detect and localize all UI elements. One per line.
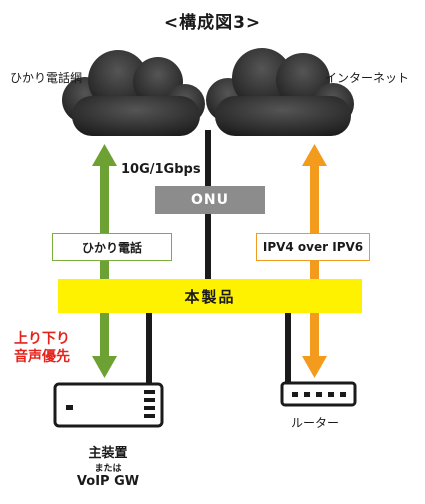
voip-gw-label: VoIP GW bbox=[76, 474, 140, 489]
internet-cloud bbox=[206, 48, 354, 136]
router-label: ルーター bbox=[291, 416, 340, 430]
voice-priority-label: 上り下り 音声優先 bbox=[14, 330, 70, 366]
main-device-or: または bbox=[94, 464, 122, 474]
onu-box: ONU bbox=[155, 186, 265, 214]
ipv-box: IPV4 over IPV6 bbox=[256, 233, 370, 261]
speed-label: 10G/1Gbps bbox=[121, 162, 201, 177]
internet-double-arrow bbox=[302, 144, 327, 378]
hikari-phone-label: ひかり電話 bbox=[81, 240, 142, 255]
main-device-label: 主装置 bbox=[88, 446, 128, 461]
priority-line-2: 音声優先 bbox=[14, 349, 70, 365]
onu-label: ONU bbox=[191, 192, 229, 208]
ipv-label: IPV4 over IPV6 bbox=[262, 240, 364, 254]
hikari-phone-box: ひかり電話 bbox=[52, 233, 172, 261]
phone-network-cloud bbox=[62, 50, 205, 136]
phone-network-label: ひかり電話網 bbox=[10, 71, 83, 85]
internet-label: インターネット bbox=[325, 71, 410, 85]
product-bar: 本製品 bbox=[58, 279, 362, 313]
product-label: 本製品 bbox=[184, 287, 236, 306]
diagram-title: <構成図3> bbox=[163, 13, 262, 33]
priority-line-1: 上り下り bbox=[14, 331, 70, 347]
voice-double-arrow bbox=[92, 144, 117, 378]
router-icon bbox=[280, 381, 357, 407]
main-device-icon bbox=[53, 382, 164, 428]
main-device-caption: 主装置 または VoIP GW bbox=[48, 442, 168, 489]
